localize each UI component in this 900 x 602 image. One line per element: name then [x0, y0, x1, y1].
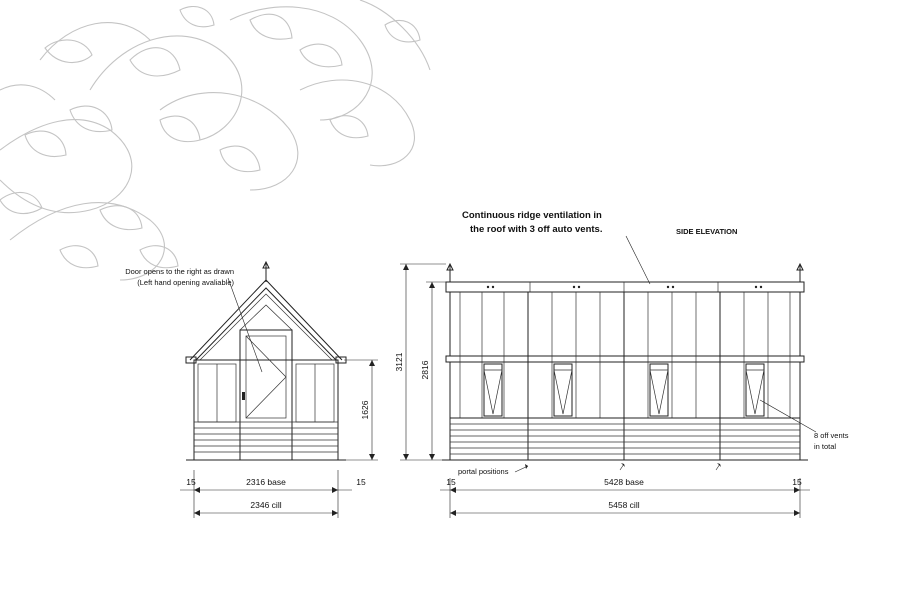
vents-note-line1: 8 off vents: [814, 431, 849, 440]
door-note-leader: [227, 277, 263, 373]
front-body: [193, 359, 339, 461]
front-base-dimension: [180, 470, 352, 518]
side-overall-height-label: 3121: [394, 352, 404, 371]
side-wall-vents: [483, 363, 765, 417]
side-left-offset: 15: [446, 477, 456, 487]
door-note-line2: (Left hand opening avaliable): [137, 278, 234, 287]
vents-note-line2: in total: [814, 442, 836, 451]
front-elevation: [185, 260, 347, 461]
door-handle: [242, 392, 245, 400]
side-elevation: [442, 262, 808, 461]
side-cill-label: 5458 cill: [608, 500, 639, 510]
door-note-line1: Door opens to the right as drawn: [125, 267, 234, 276]
front-door: [239, 329, 293, 461]
front-height-label: 1626: [360, 400, 370, 419]
side-glazing-bars: [459, 292, 791, 460]
side-base-boards: [450, 417, 800, 455]
leaf-pattern-decoration: [0, 0, 431, 281]
front-right-offset: 15: [356, 477, 366, 487]
ridge-auto-vents: [486, 285, 763, 289]
side-right-offset: 15: [792, 477, 802, 487]
side-height-dimensions: [400, 263, 446, 461]
side-base-label: 5428 base: [604, 477, 644, 487]
ridge-note-leader: [625, 235, 651, 285]
side-ridge: [445, 281, 805, 293]
front-cill-label: 2346 cill: [250, 500, 281, 510]
front-left-offset: 15: [186, 477, 196, 487]
ridge-note-line1: Continuous ridge ventilation in: [462, 210, 602, 221]
side-base-dimension: [440, 478, 810, 518]
vents-note-leader: [759, 399, 817, 433]
front-base-boards: [194, 421, 338, 453]
side-eave: [445, 355, 805, 363]
front-base-label: 2316 base: [246, 477, 286, 487]
ridge-note-line2: the roof with 3 off auto vents.: [470, 224, 602, 235]
side-eave-height-label: 2816: [420, 360, 430, 379]
portal-positions-label: portal positions: [458, 467, 509, 476]
front-roof-outline: [189, 279, 343, 361]
front-height-dimension: [344, 359, 378, 461]
portal-position-markers: [514, 463, 721, 473]
side-roof: [449, 291, 801, 357]
side-elevation-title: SIDE ELEVATION: [676, 227, 737, 236]
